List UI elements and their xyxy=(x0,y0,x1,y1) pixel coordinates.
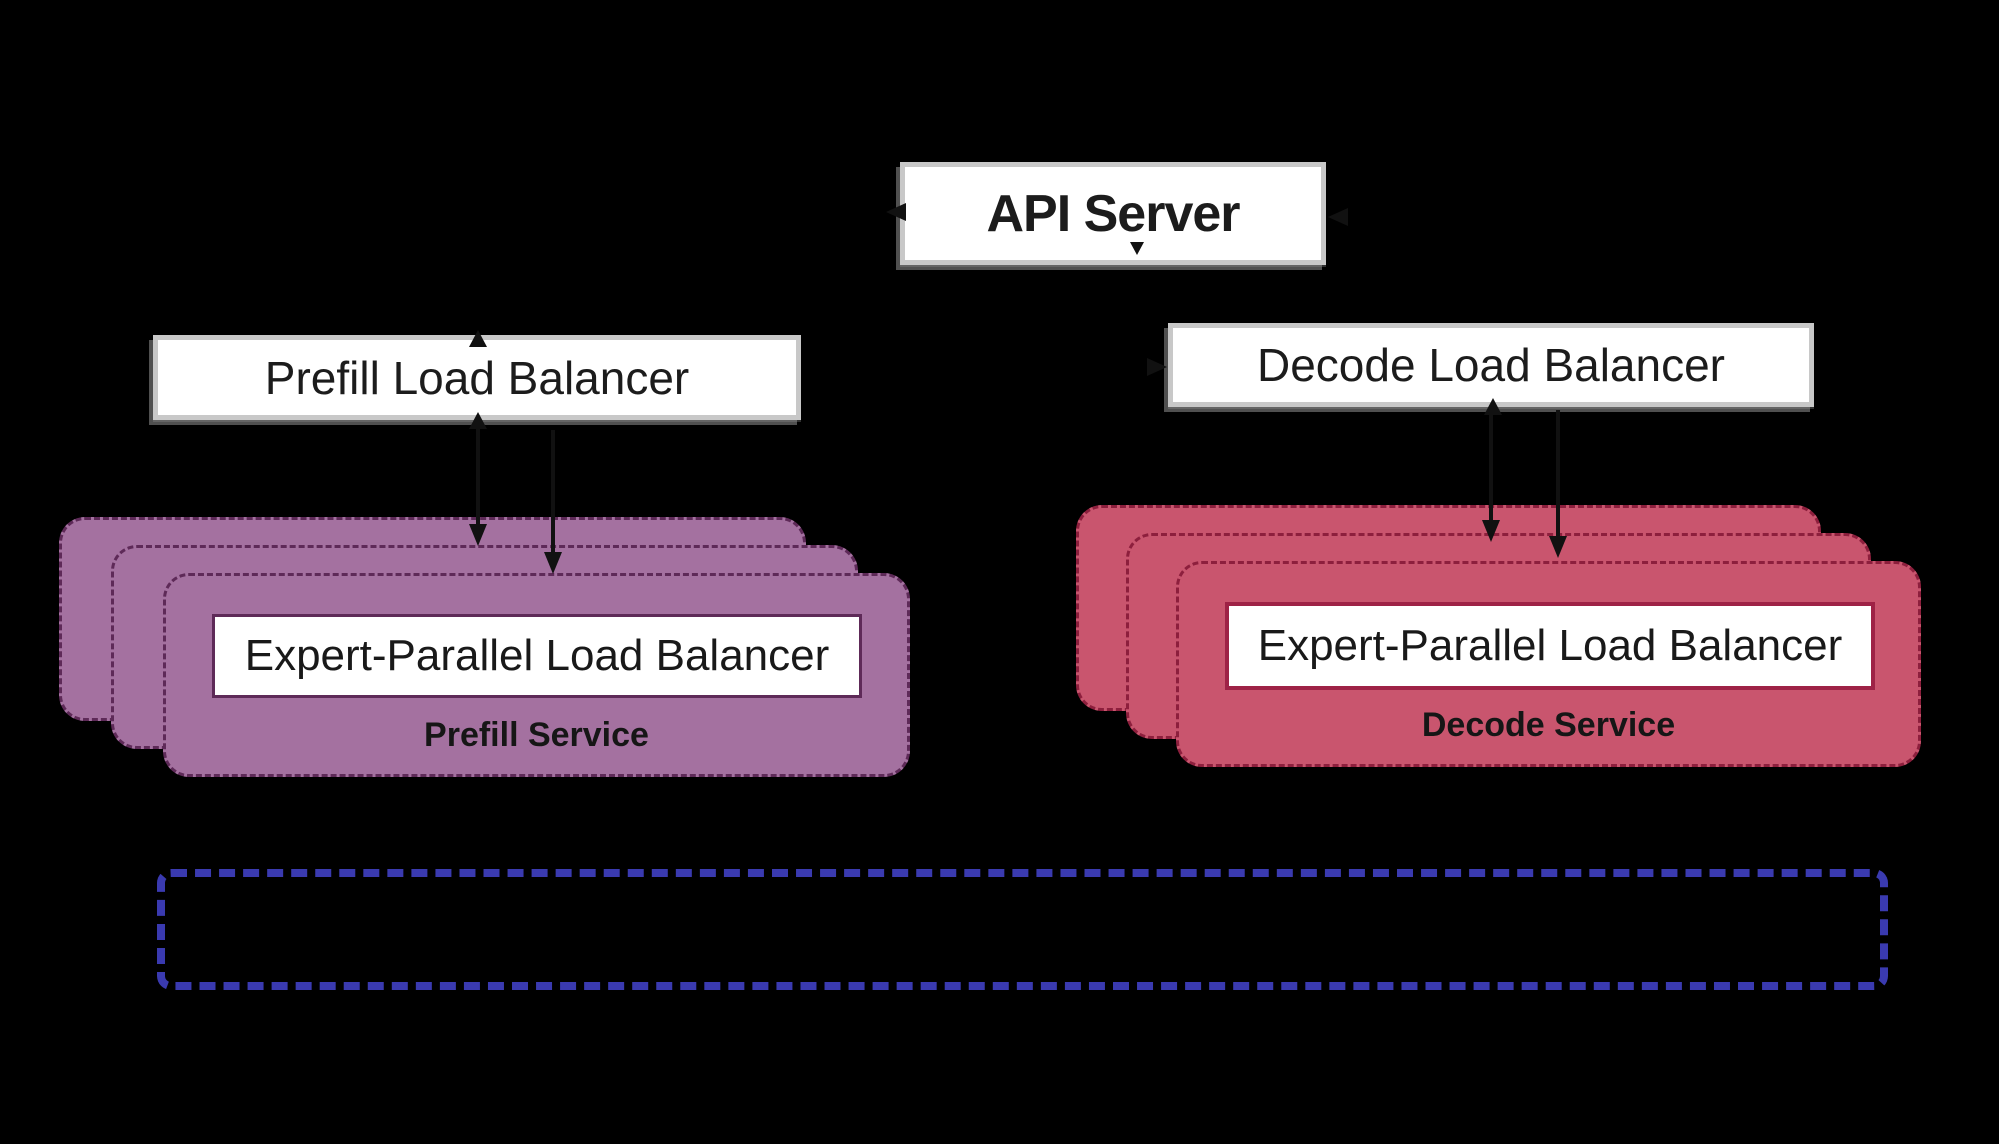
arrow-line xyxy=(1489,407,1493,520)
decode-load-balancer-label: Decode Load Balancer xyxy=(1257,339,1725,391)
arrow-line xyxy=(1556,410,1560,536)
decode-service-card-front: Expert-Parallel Load Balancer Decode Ser… xyxy=(1176,561,1921,767)
arrow-line xyxy=(476,420,480,524)
arrowhead-down-icon xyxy=(469,524,487,546)
arrowhead-left-icon xyxy=(886,203,906,221)
arrowhead-left-icon xyxy=(1328,208,1348,226)
prefill-load-balancer-label: Prefill Load Balancer xyxy=(264,351,690,404)
prefill-load-balancer-box: Prefill Load Balancer xyxy=(153,335,801,420)
arrowhead-up-icon xyxy=(469,330,487,347)
arrowhead-down-icon xyxy=(544,552,562,574)
prefill-eplb-label: Expert-Parallel Load Balancer xyxy=(244,631,830,680)
prefill-service-label: Prefill Service xyxy=(424,716,649,754)
bottom-dashed-zone xyxy=(157,869,1888,990)
prefill-service-card-front: Expert-Parallel Load Balancer Prefill Se… xyxy=(163,573,910,777)
arrowhead-down-icon xyxy=(1482,520,1500,542)
api-server-box: API Server xyxy=(900,162,1326,265)
arrowhead-down-icon xyxy=(1130,242,1144,255)
arrowhead-right-icon xyxy=(1147,358,1167,376)
arrowhead-up-icon xyxy=(1484,398,1502,415)
arrowhead-down-icon xyxy=(1549,536,1567,558)
arrowhead-up-icon xyxy=(469,412,487,429)
arrow-line xyxy=(551,430,555,552)
decode-eplb-box: Expert-Parallel Load Balancer xyxy=(1225,602,1875,690)
api-server-label: API Server xyxy=(986,184,1240,243)
decode-load-balancer-box: Decode Load Balancer xyxy=(1168,323,1814,407)
decode-service-label: Decode Service xyxy=(1421,706,1676,744)
decode-eplb-label: Expert-Parallel Load Balancer xyxy=(1257,621,1843,670)
prefill-eplb-box: Expert-Parallel Load Balancer xyxy=(212,614,862,698)
